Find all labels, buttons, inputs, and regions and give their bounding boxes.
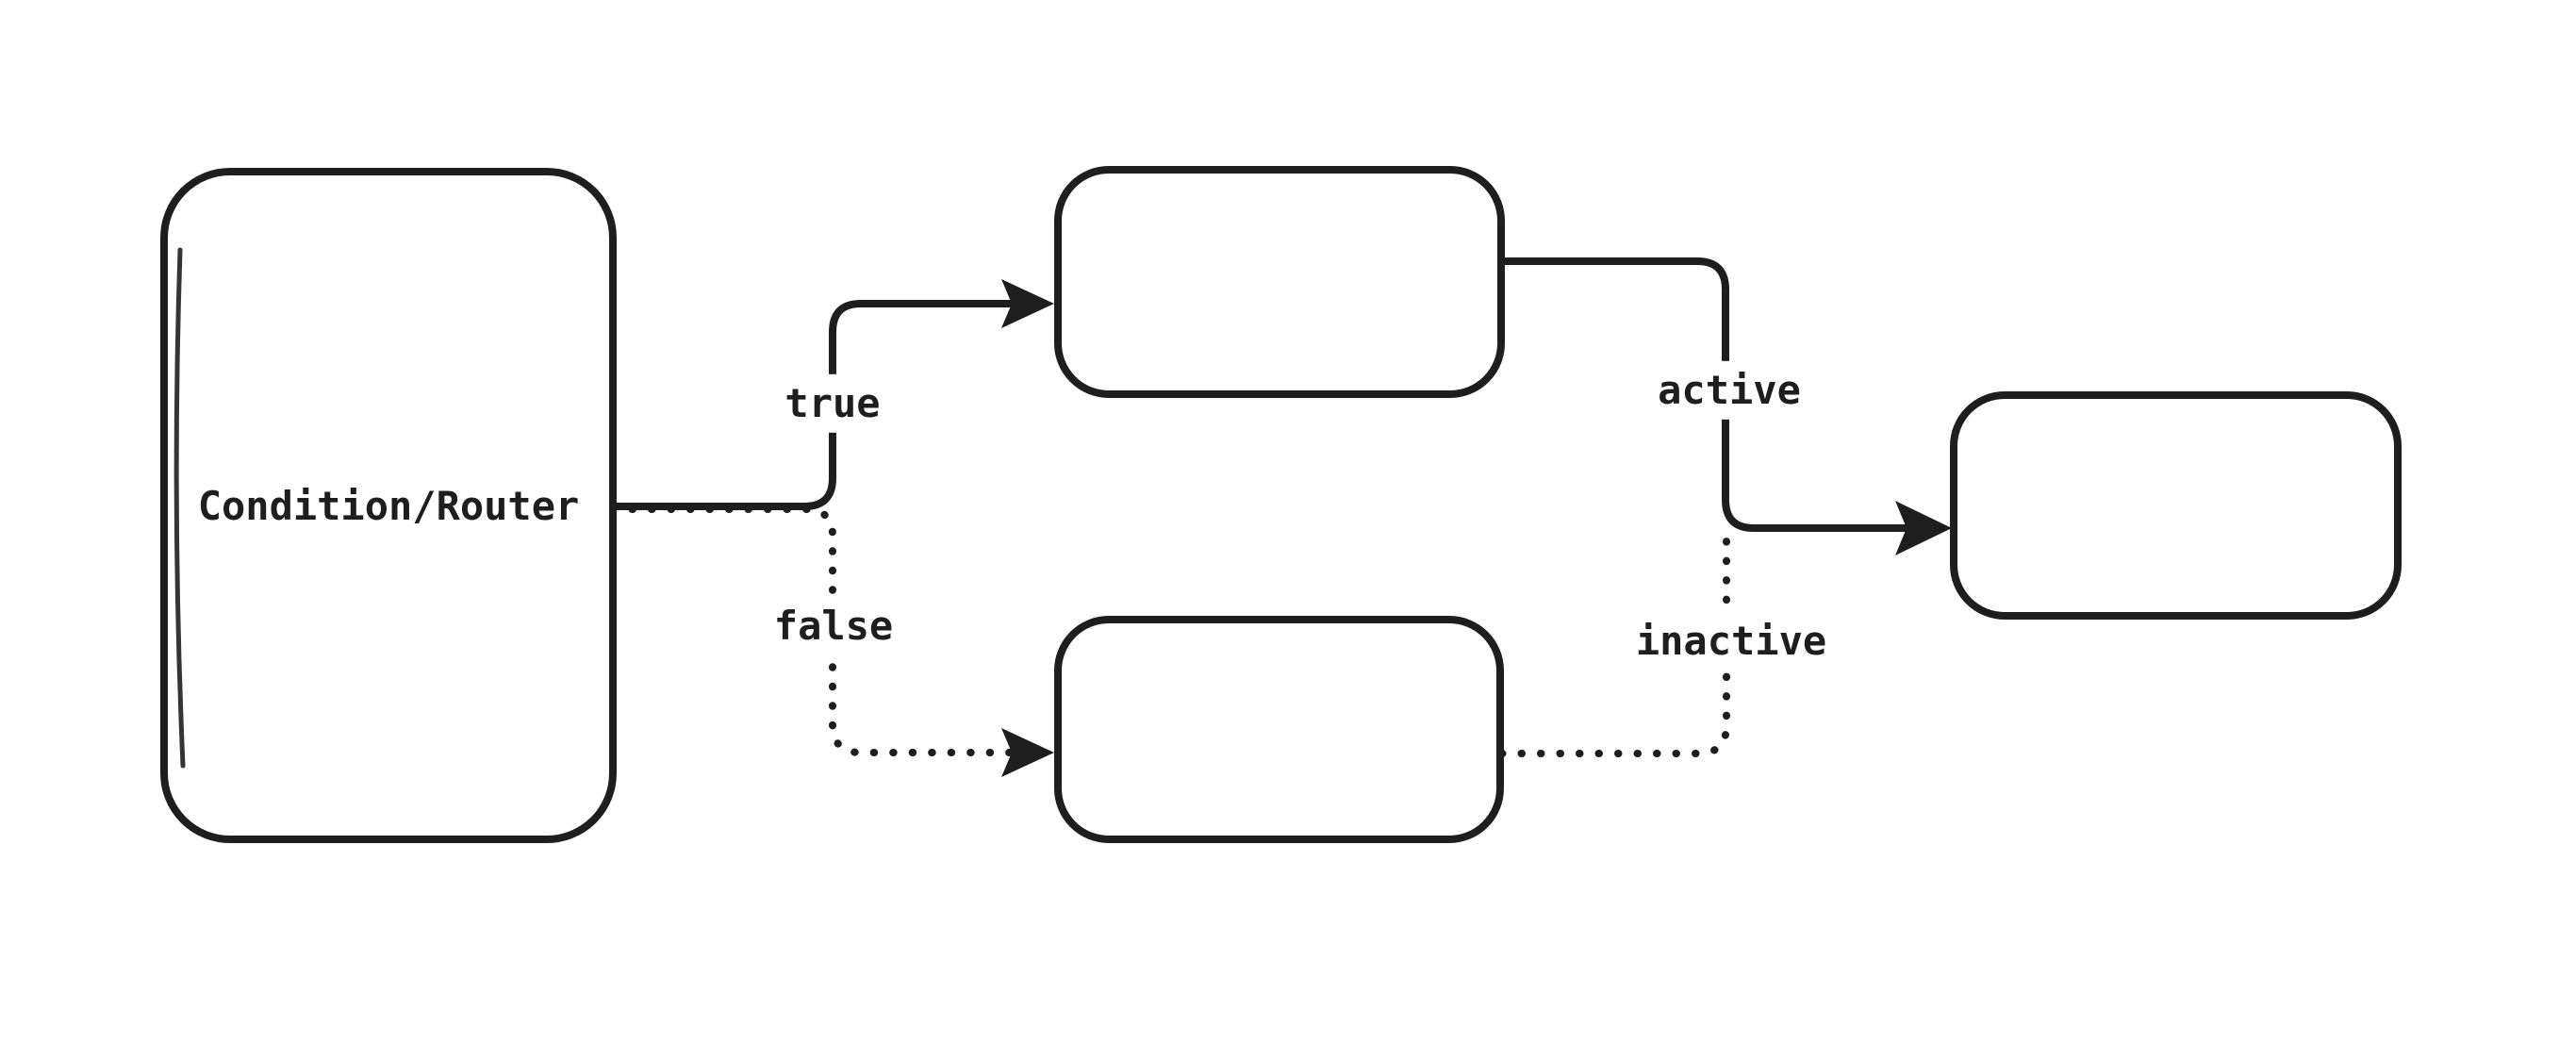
active-arrowhead-icon (1895, 501, 1952, 555)
edge-label-inactive: inactive (1624, 611, 1839, 671)
condition-router-label: Condition/Router (197, 482, 580, 529)
edge-label-true: true (773, 373, 892, 434)
condition-router-box-sketch-stroke (173, 247, 186, 769)
edge-label-false: false (762, 596, 905, 656)
output-box (1950, 391, 2402, 620)
false-arrowhead-icon (1001, 728, 1054, 777)
true-arrowhead-icon (1001, 279, 1054, 328)
false-branch-box (1054, 616, 1504, 843)
edge-label-active: active (1646, 360, 1812, 421)
true-branch-box (1054, 166, 1505, 398)
inactive-edge (1498, 524, 1730, 757)
